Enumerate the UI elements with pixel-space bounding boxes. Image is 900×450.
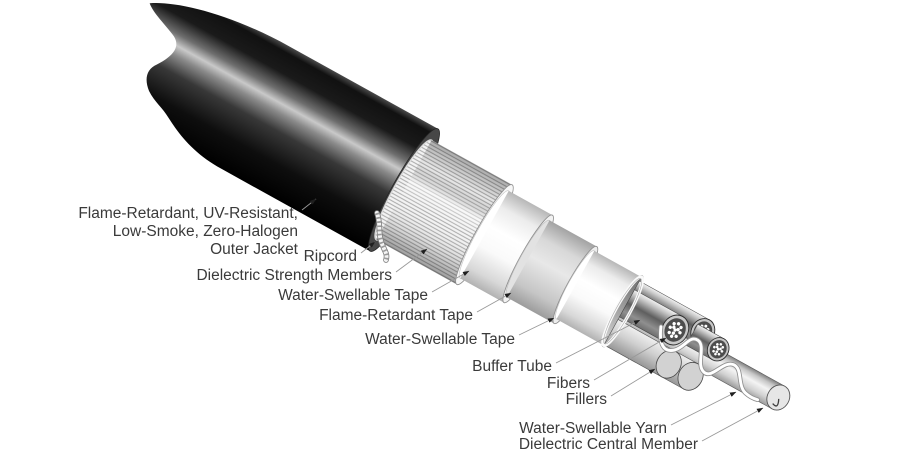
callouts: Flame-Retardant, UV-Resistant,Low-Smoke,… xyxy=(78,198,764,450)
buffer-tube-label: Buffer Tube xyxy=(472,358,552,375)
cable-assembly xyxy=(146,3,791,411)
outer-jacket-label: Low-Smoke, Zero-Halogen xyxy=(113,223,298,240)
fillers-leader-line xyxy=(610,368,656,397)
water-swellable-tape-outer-label: Water-Swellable Tape xyxy=(278,287,428,304)
water-swellable-tape-outer-leader-line xyxy=(431,270,470,293)
outer-jacket-leader-line xyxy=(301,198,317,211)
outer-jacket-label: Flame-Retardant, UV-Resistant, xyxy=(78,205,298,222)
fibers-label: Fibers xyxy=(547,375,590,392)
outer-jacket-label: Outer Jacket xyxy=(210,241,299,258)
dielectric-strength-members-leader-line xyxy=(395,248,428,273)
buffer-tube-leader-line xyxy=(555,319,641,364)
fillers-label: Fillers xyxy=(566,391,608,408)
ripcord xyxy=(374,210,390,263)
buffer-tube-3 xyxy=(685,323,730,362)
dielectric-central-member-label: Dielectric Central Member xyxy=(519,436,698,450)
ripcord-label: Ripcord xyxy=(304,248,357,265)
water-swellable-tape-inner-leader-line xyxy=(518,317,555,336)
flame-retardant-tape-label: Flame-Retardant Tape xyxy=(319,307,473,324)
water-swellable-yarn xyxy=(658,324,760,403)
water-swellable-tape-inner-layer xyxy=(555,250,642,346)
water-swellable-yarn-label: Water-Swellable Yarn xyxy=(519,420,667,437)
tape-inner-cut-edge xyxy=(601,275,645,348)
water-swellable-tape-inner-label: Water-Swellable Tape xyxy=(365,331,515,348)
flame-retardant-tape-leader-line xyxy=(476,292,512,313)
water-swellable-yarn-leader-line xyxy=(670,391,737,426)
ripcord-leader-line xyxy=(360,241,376,254)
dielectric-strength-members-label: Dielectric Strength Members xyxy=(196,267,392,284)
dielectric-central-member-leader-line xyxy=(701,407,764,442)
filler-1 xyxy=(603,319,682,379)
fillers xyxy=(603,319,704,391)
fibers-leader-line xyxy=(593,337,667,381)
central-member-end-curl xyxy=(772,398,780,407)
